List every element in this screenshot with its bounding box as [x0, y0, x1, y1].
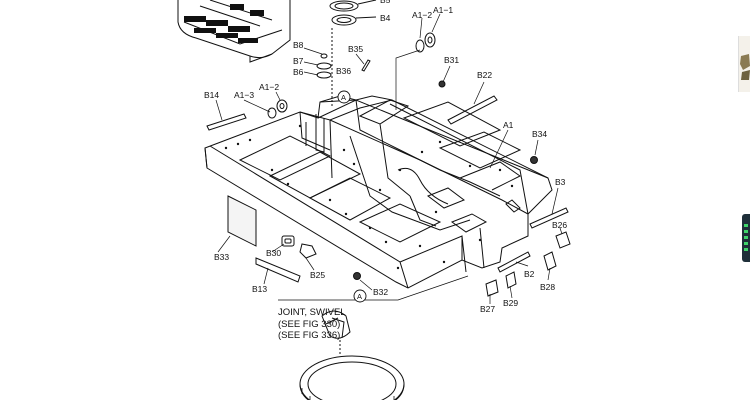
label-a1: A1	[503, 120, 514, 130]
label-b28: B28	[540, 282, 555, 292]
label-b30: B30	[266, 248, 281, 258]
note-see-fig-330: (SEE FIG 330)	[278, 319, 340, 330]
label-b8: B8	[293, 40, 304, 50]
status-led-icon	[744, 230, 748, 233]
label-b2: B2	[524, 269, 535, 279]
thumbnail-image-icon	[740, 54, 750, 80]
status-led-icon	[744, 236, 748, 239]
frame-bolts	[224, 124, 514, 270]
note-see-fig-336: (SEE FIG 336)	[278, 330, 340, 341]
label-a1-2-left: A1−2	[259, 82, 279, 92]
pins	[206, 59, 569, 273]
callout-a-upper-text: A	[341, 93, 346, 102]
callout-a-lower-text: A	[357, 292, 362, 301]
upper-frame-a1	[204, 95, 553, 289]
loose-parts	[227, 195, 571, 339]
callout-markers: A A	[337, 90, 367, 303]
status-led-icon	[744, 242, 748, 245]
thumbnail-preview[interactable]	[738, 36, 750, 92]
label-b25: B25	[310, 270, 325, 280]
label-b5: B5	[380, 0, 391, 5]
swing-bearing	[299, 340, 405, 400]
note-joint-swivel: JOINT, SWIVEL	[278, 307, 346, 318]
label-b13: B13	[252, 284, 267, 294]
label-b4: B4	[380, 13, 391, 23]
label-b36: B36	[336, 66, 351, 76]
label-b33: B33	[214, 252, 229, 262]
upper-assembly-fragment	[177, 0, 291, 63]
callout-a-lower	[353, 289, 367, 303]
label-b6: B6	[293, 67, 304, 77]
label-b26: B26	[552, 220, 567, 230]
status-led-icon	[744, 248, 748, 251]
label-b29: B29	[503, 298, 518, 308]
label-b35: B35	[348, 44, 363, 54]
label-b7: B7	[293, 56, 304, 66]
seal-rings-b4-b5	[329, 0, 377, 108]
label-b27: B27	[480, 304, 495, 314]
leader-lines	[215, 13, 563, 304]
label-a1-2-top: A1−2	[412, 10, 432, 20]
side-toolbar-handle[interactable]	[742, 214, 750, 262]
label-a1-3: A1−3	[234, 90, 254, 100]
label-b22: B22	[477, 70, 492, 80]
part-labels: B5 B4 A1−2 A1−1 B8 B7 B6 B35 B36 B31 B22…	[204, 0, 567, 314]
callout-a-upper	[337, 90, 351, 104]
label-a1-1: A1−1	[433, 5, 453, 15]
label-b34: B34	[532, 129, 547, 139]
bushings	[267, 32, 538, 280]
label-b32: B32	[373, 287, 388, 297]
label-b31: B31	[444, 55, 459, 65]
label-b14: B14	[204, 90, 219, 100]
label-b3: B3	[555, 177, 566, 187]
status-led-icon	[744, 224, 748, 227]
swivel-joint-note: JOINT, SWIVEL (SEE FIG 330) (SEE FIG 336…	[278, 307, 346, 341]
